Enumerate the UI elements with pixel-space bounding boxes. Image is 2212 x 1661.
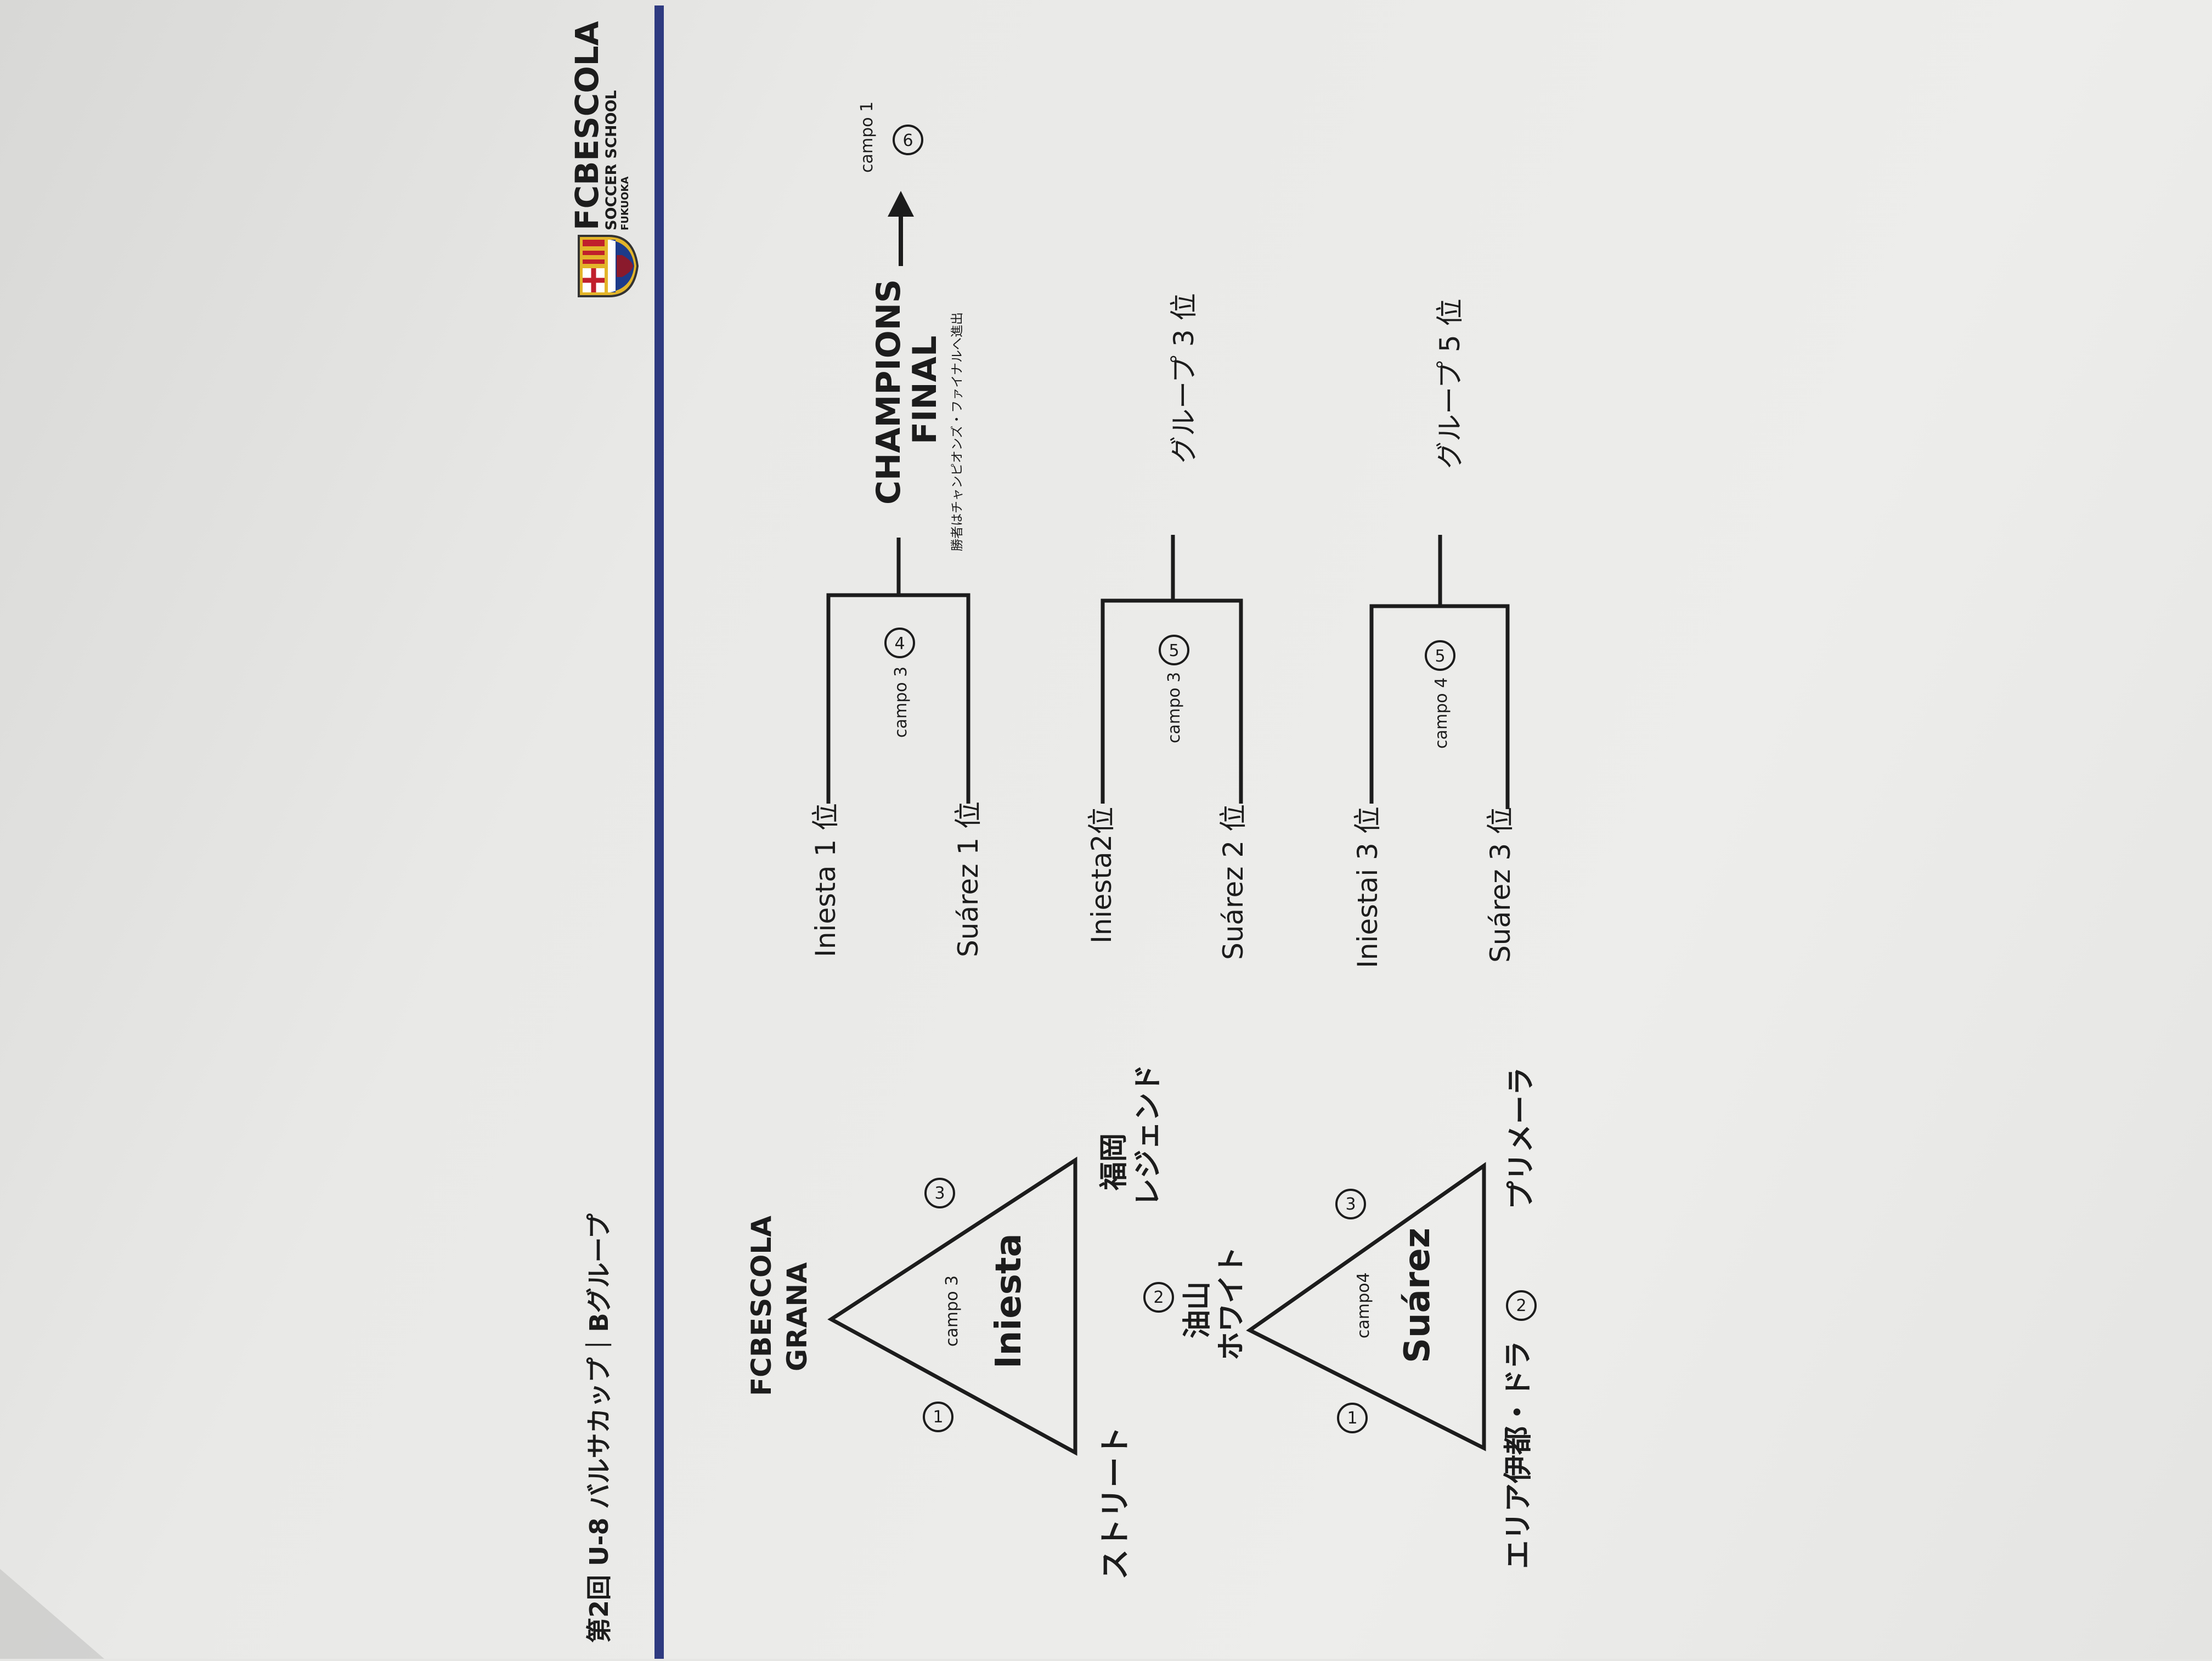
logo-sub-text: SOCCER SCHOOL	[603, 90, 620, 230]
team-b-label: Suárez 2 位	[1217, 804, 1249, 960]
logo-city-text: FUKUOKA	[619, 177, 631, 230]
team-primera: プリメーラ	[1505, 1067, 1538, 1210]
svg-text:2: 2	[1516, 1296, 1526, 1315]
result-label: グループ 5 位	[1434, 298, 1466, 469]
team-street: ストリート	[1098, 1426, 1133, 1580]
svg-text:2: 2	[1153, 1288, 1164, 1307]
bracket-lines	[1101, 535, 1243, 804]
team-legend-line1: 福岡	[1098, 1133, 1131, 1191]
match-field: campo 3	[891, 666, 911, 738]
match-number: 5	[1159, 635, 1189, 665]
arrow-up-icon	[888, 191, 914, 266]
team-a-label: Iniesta 1 位	[810, 803, 842, 957]
group-triangle	[1246, 1162, 1486, 1451]
team-a-label: Iniesta2位	[1086, 807, 1118, 944]
svg-text:4: 4	[894, 634, 905, 653]
team-legend-line2: レジェンド	[1132, 1064, 1165, 1207]
svg-text:5: 5	[1435, 647, 1445, 666]
seed-1: 1	[923, 1402, 953, 1432]
match-field: campo 4	[1432, 677, 1451, 749]
crest-icon	[578, 235, 639, 297]
svg-text:3: 3	[1345, 1195, 1356, 1214]
bracket-3: Iniestai 3 位 Suárez 3 位 campo 4 5 グループ 5…	[1352, 298, 1516, 968]
champions-title-2: FINAL	[906, 336, 944, 444]
team-b-label: Suárez 3 位	[1485, 807, 1516, 963]
svg-text:1: 1	[1347, 1409, 1357, 1428]
match-number: 4	[884, 628, 915, 658]
top-team-line2: GRANA	[781, 1262, 813, 1371]
result-label: グループ 3 位	[1168, 293, 1200, 464]
team-a-label: Iniestai 3 位	[1352, 806, 1384, 968]
team-aburayama-line2: ホワイト	[1215, 1246, 1248, 1360]
final-match-number: 6	[893, 125, 923, 155]
match-number: 5	[1425, 640, 1455, 671]
group-name: Iniesta	[989, 1233, 1029, 1369]
team-b-label: Suárez 1 位	[952, 801, 984, 957]
champions-title-1: CHAMPIONS	[870, 279, 908, 505]
seed-3: 3	[924, 1178, 955, 1208]
svg-text:6: 6	[902, 131, 913, 150]
bracket-lines	[826, 538, 970, 804]
group-triangle	[827, 1156, 1077, 1456]
top-team-line1: FCBESCOLA	[746, 1216, 777, 1396]
svg-text:5: 5	[1169, 641, 1179, 660]
seed-2: 2	[1506, 1290, 1537, 1321]
group-suarez: campo4 Suárez 1 2 3 エリア伊都・ドラ プリメーラ	[1246, 1067, 1538, 1569]
team-aburayama-line1: 油山	[1181, 1281, 1214, 1338]
bracket-1: Iniesta 1 位 Suárez 1 位 campo 3 4 CHAMPIO…	[810, 101, 984, 957]
header-rule	[654, 5, 664, 1659]
svg-text:1: 1	[933, 1408, 943, 1427]
group-iniesta: campo 3 Iniesta FCBESCOLA GRANA 1 2 3 スト…	[746, 1064, 1248, 1580]
logo-main-text: FCBESCOLA	[568, 21, 606, 230]
group-field: campo 3	[943, 1275, 962, 1347]
svg-text:3: 3	[934, 1184, 945, 1203]
champions-note: 勝者はチャンピオンズ・ファイナルへ進出	[950, 312, 964, 551]
match-field: campo 3	[1165, 672, 1184, 743]
bracket-2: Iniesta2位 Suárez 2 位 campo 3 5 グループ 3 位	[1086, 293, 1249, 960]
page-shadow	[0, 1569, 104, 1659]
header-title: 第2回 U-8 バルサカップ｜Bグループ	[584, 1213, 614, 1643]
group-name: Suárez	[1397, 1228, 1438, 1363]
final-field: campo 1	[857, 101, 877, 173]
seed-2: 2	[1143, 1282, 1174, 1313]
bracket-lines	[1369, 535, 1510, 809]
group-field: campo4	[1354, 1272, 1373, 1338]
fcb-logo: FCBESCOLA SOCCER SCHOOL FUKUOKA	[568, 21, 639, 297]
seed-1: 1	[1337, 1403, 1368, 1433]
seed-3: 3	[1335, 1189, 1366, 1219]
team-area-ito: エリア伊都・ドラ	[1502, 1341, 1535, 1569]
